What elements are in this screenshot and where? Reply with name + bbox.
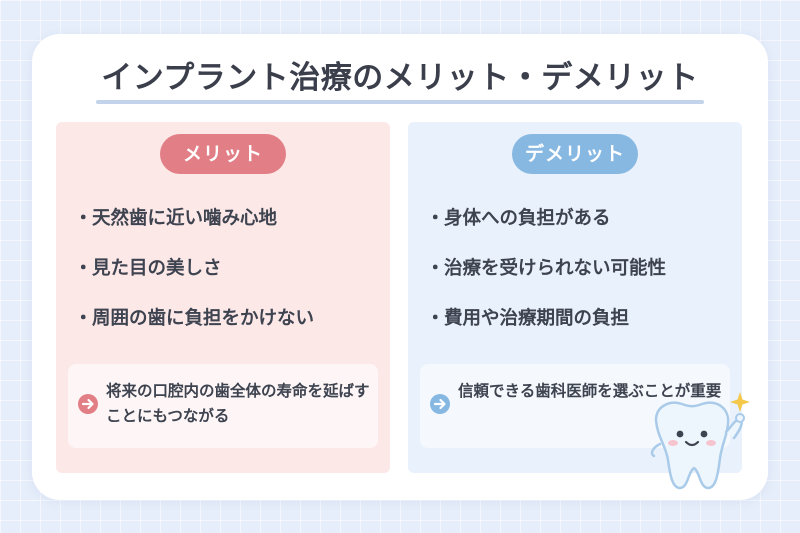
bullet: ・ [74, 308, 93, 329]
page-title: インプラント治療のメリット・デメリット [101, 60, 699, 96]
merit-note-text: 将来の口腔内の歯全体の寿命を延ばすことにもつながる [106, 382, 370, 425]
title-underline [96, 100, 704, 104]
merit-note: 将来の口腔内の歯全体の寿命を延ばすことにもつながる [68, 364, 378, 448]
bullet: ・ [426, 208, 445, 229]
merit-item: ・周囲の歯に負担をかけない [74, 304, 314, 354]
bullet: ・ [426, 308, 445, 329]
demerit-label-badge: デメリット [512, 134, 638, 174]
merit-panel: メリット ・天然歯に近い噛み心地 ・見た目の美しさ ・周囲の歯に負担をかけない … [56, 122, 390, 473]
arrow-right-circle-icon [78, 394, 98, 414]
merit-label-badge: メリット [160, 134, 286, 174]
merit-item: ・見た目の美しさ [74, 254, 314, 304]
tooth-mascot-icon [650, 392, 750, 490]
merit-item: ・天然歯に近い噛み心地 [74, 204, 314, 254]
bullet: ・ [426, 258, 445, 279]
bullet: ・ [74, 208, 93, 229]
demerit-panel: デメリット ・身体への負担がある ・治療を受けられない可能性 ・費用や治療期間の… [408, 122, 742, 473]
demerit-item: ・費用や治療期間の負担 [426, 304, 666, 354]
demerit-item: ・治療を受けられない可能性 [426, 254, 666, 304]
demerit-item: ・身体への負担がある [426, 204, 666, 254]
demerit-list: ・身体への負担がある ・治療を受けられない可能性 ・費用や治療期間の負担 [426, 204, 666, 354]
merit-list: ・天然歯に近い噛み心地 ・見た目の美しさ ・周囲の歯に負担をかけない [74, 204, 314, 354]
arrow-right-circle-icon [430, 394, 450, 414]
demerit-note-text: 信頼できる歯科医師を選ぶことが重要 [458, 382, 722, 400]
bullet: ・ [74, 258, 93, 279]
